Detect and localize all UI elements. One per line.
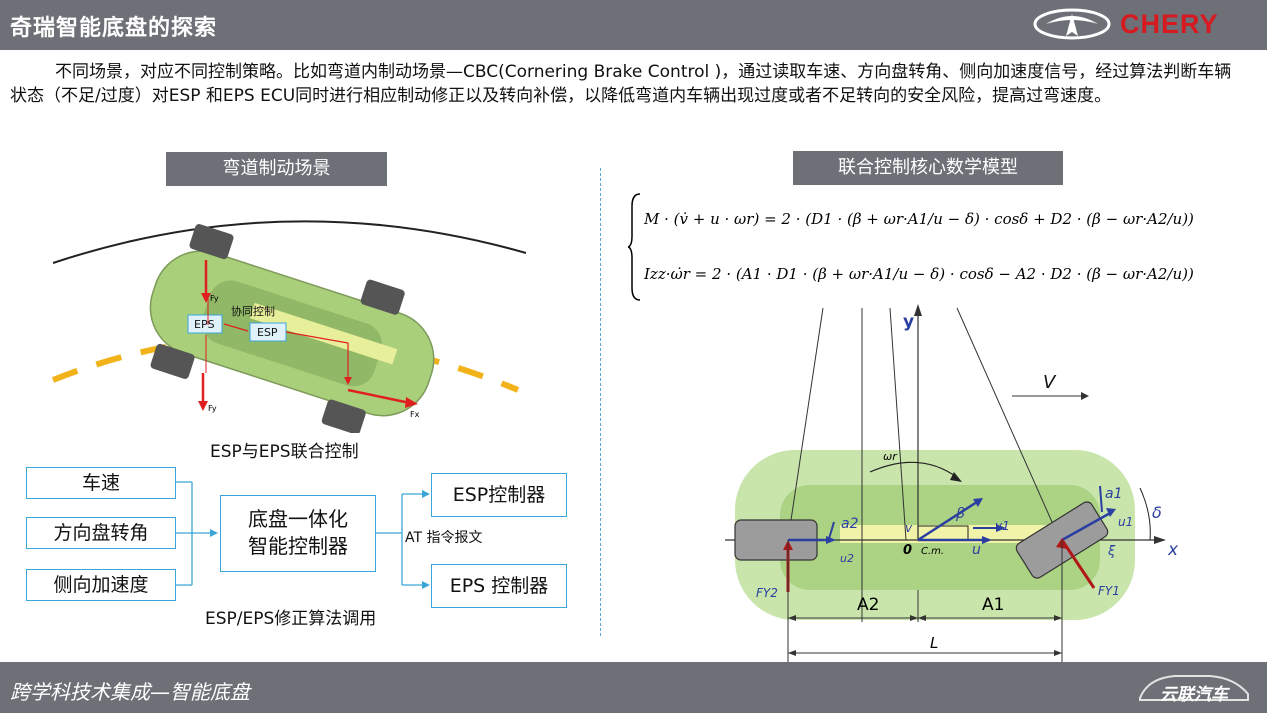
formula-block: M · (v̇ + u · ωr) = 2 · (D1 · (β + ωr·A1…: [628, 190, 1228, 305]
formula-line-2: Izz·ω̇r = 2 · (A1 · D1 · (β + ωr·A1/u − …: [644, 265, 1194, 283]
fy1-label: FY1: [1098, 584, 1120, 598]
car-outline-icon: [1139, 675, 1249, 701]
watermark-logo: 云联汽车: [1130, 670, 1255, 706]
chery-logo: CHERY: [1032, 6, 1257, 44]
u-label: u: [972, 542, 981, 558]
curve-braking-scene: Fy Fy Fx EPS ESP 协同控制: [51, 220, 527, 433]
at-command-label: AT 指令报文: [405, 530, 483, 546]
beta-label: β: [955, 506, 965, 522]
eps-tag: EPS: [194, 318, 215, 331]
output-esp-controller: ESP控制器: [431, 473, 567, 517]
controller-line-2: 智能控制器: [248, 534, 348, 558]
esp-tag: ESP: [257, 326, 278, 339]
vertical-divider: [600, 168, 601, 636]
brace-icon: [628, 193, 641, 301]
origin-label: 0: [903, 543, 912, 558]
input-steering-angle: 方向盘转角: [26, 517, 176, 549]
footer-bar: 跨学科技术集成—智能底盘 云联汽车: [0, 662, 1267, 713]
velocity-label: V: [1043, 372, 1057, 393]
watermark-text: 云联汽车: [1160, 685, 1228, 705]
intro-paragraph: 不同场景，对应不同控制策略。比如弯道内制动场景—CBC(Cornering Br…: [10, 60, 1235, 108]
L-dimension: L: [930, 634, 938, 652]
input-lateral-accel: 侧向加速度: [26, 569, 176, 601]
flow-connectors: [175, 481, 430, 589]
car-caption: ESP与EPS联合控制: [210, 442, 359, 462]
formula-line-1: M · (v̇ + u · ωr) = 2 · (D1 · (β + ωr·A1…: [644, 210, 1194, 228]
fy-label-bottom: Fy: [208, 404, 217, 413]
fx-label: Fx: [410, 410, 420, 419]
chery-emblem-icon: [1033, 8, 1111, 40]
fy2-label: FY2: [756, 586, 778, 600]
right-section-label: 联合控制核心数学模型: [793, 151, 1063, 185]
slide-title: 奇瑞智能底盘的探索: [10, 16, 218, 41]
input-speed: 车速: [26, 467, 176, 499]
left-section-label: 弯道制动场景: [166, 152, 387, 186]
u2-label: u2: [840, 552, 854, 565]
intro-text: 不同场景，对应不同控制策略。比如弯道内制动场景—CBC(Cornering Br…: [10, 62, 1232, 106]
A2-dimension: A2: [857, 595, 879, 615]
header-bar: 奇瑞智能底盘的探索 CHERY: [0, 0, 1267, 50]
output-eps-controller: EPS 控制器: [431, 564, 567, 608]
xi-label: ξ: [1107, 544, 1116, 559]
u1-label: u1: [1118, 515, 1133, 529]
chery-brand-text: CHERY: [1120, 9, 1219, 39]
a1-label: a1: [1105, 486, 1123, 502]
footer-title: 跨学科技术集成—智能底盘: [10, 680, 250, 704]
v-label: v: [905, 521, 913, 535]
fy-label-top: Fy: [210, 294, 219, 303]
y-axis-label: y: [903, 312, 914, 332]
coop-control-label: 协同控制: [231, 304, 275, 318]
cm-label: C.m.: [921, 546, 944, 557]
x-axis-label: x: [1167, 540, 1179, 560]
controller-line-1: 底盘一体化: [248, 507, 348, 531]
integrated-controller: 底盘一体化 智能控制器: [220, 495, 376, 572]
a2-label: a2: [841, 516, 859, 532]
v1-label: v1: [995, 519, 1010, 533]
delta-label: δ: [1152, 503, 1162, 522]
vehicle-model-diagram: y x V ωr v β 0 C.m. u v1 a2 u2 FY2 a1 u1…: [725, 304, 1179, 662]
yaw-rate-label: ωr: [883, 450, 898, 463]
flow-caption: ESP/EPS修正算法调用: [205, 609, 377, 629]
A1-dimension: A1: [982, 595, 1004, 615]
